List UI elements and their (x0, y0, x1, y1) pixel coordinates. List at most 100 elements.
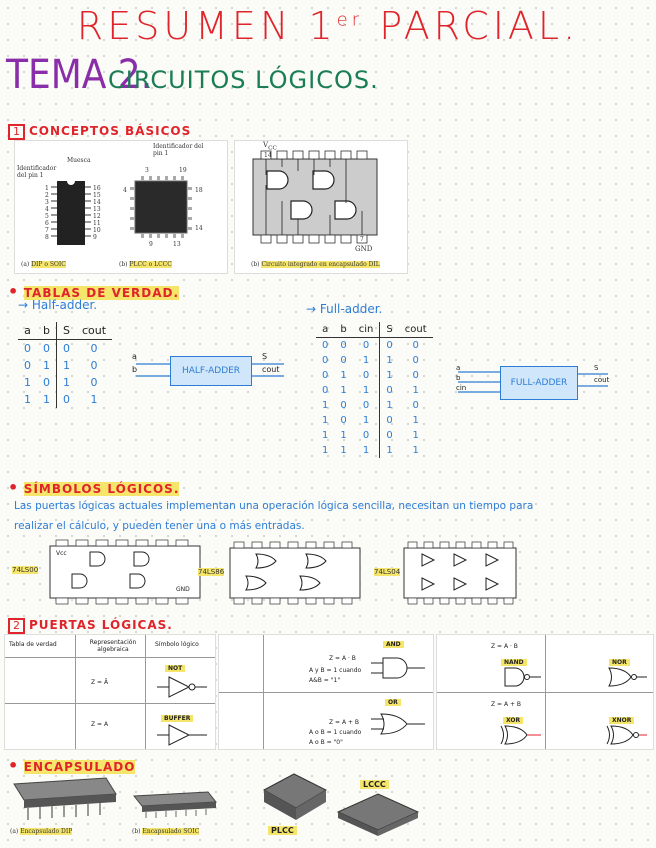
title-sup: er (336, 9, 364, 31)
or-note1: A o B = 1 cuando (309, 729, 362, 736)
gates-and-or-panel: Z = A · B A y B = 1 cuando A&B = "1" Z =… (218, 634, 434, 750)
half-adder-out-s: S (262, 352, 268, 361)
gates-number: 2 (8, 618, 25, 634)
half-adder-block: HALF-ADDER (170, 356, 252, 386)
full-adder-out-s: S (594, 364, 599, 372)
plcc-pin-right-b: 14 (195, 225, 203, 232)
lccc-package-illustration (336, 793, 420, 836)
nor-tag: NOR (609, 659, 630, 666)
xor-gate-icon (500, 725, 541, 745)
chip-74ls00: 74LS00 Vcc GND (10, 538, 210, 606)
not-expression: Z = Ā (91, 679, 109, 686)
encaps-title: ENCAPSULADO (23, 760, 136, 774)
plcc-pin-bottom-a: 9 (149, 241, 153, 248)
symbols-description: Las puertas lógicas actuales implementan… (14, 496, 644, 536)
xnor-gate-icon (606, 725, 647, 745)
package-illustration (51, 176, 192, 245)
section1-number: 1 (8, 124, 25, 140)
ic-gates (266, 170, 357, 220)
chip-74ls86: 74LS86 (196, 540, 366, 606)
full-adder-block: FULL-ADDER (500, 366, 578, 400)
plcc-pin-top-a: 3 (145, 167, 149, 174)
encaps-heading: • ENCAPSULADO (8, 756, 136, 775)
truth-title: TABLAS DE VERDAD. (23, 286, 180, 300)
plcc-chip-body (135, 181, 187, 233)
gates-title: PUERTAS LÓGICAS. (29, 618, 173, 632)
half-adder-in-a: a (132, 352, 137, 361)
or-expression: Z = A + B (329, 719, 360, 726)
lccc-tag: LCCC (360, 780, 389, 789)
ic-pins-top (260, 150, 368, 160)
nand-tag: NAND (501, 659, 527, 666)
tema-heading: TEMA 2. (6, 52, 153, 98)
symbols-text-line1: Las puertas lógicas actuales implementan… (14, 500, 534, 512)
package-panel: Identificador del pin 1 Muesca Identific… (14, 140, 228, 274)
gates-heading: 2 PUERTAS LÓGICAS. (8, 614, 173, 634)
ic-panel: VCC 14 7 GND (b) Circuito integrado en e… (234, 140, 408, 274)
dip-package-illustration (13, 777, 117, 820)
plcc-pin-right-a: 18 (195, 187, 203, 194)
buffer-gate-icon (157, 724, 207, 746)
chip-74ls00-vcc: Vcc (56, 550, 67, 557)
chip-74ls86-diagram (229, 541, 361, 605)
or-gate-icon (371, 713, 425, 735)
plcc-pin-left: 4 (123, 187, 127, 194)
dip-pins (51, 186, 91, 237)
full-adder-in-cin: cin (456, 384, 467, 392)
chip-74ls04-label: 74LS04 (374, 568, 401, 576)
symbols-title: SÍMBOLOS LÓGICOS. (23, 482, 180, 496)
and-expression: Z = A · B (329, 655, 356, 662)
dip-notch (67, 177, 75, 185)
xnor-tag: XNOR (609, 717, 635, 724)
ic-wires (265, 159, 363, 235)
ic-gnd-label: GND (355, 245, 373, 253)
half-adder-label: → Half-adder. (18, 298, 98, 312)
ic-pins-bottom (260, 234, 368, 244)
or-tag: OR (385, 699, 401, 706)
not-gate-icon (157, 676, 207, 698)
plcc-caption: (b) PLCC o LCCC (119, 261, 172, 268)
chip-74ls00-diagram (49, 539, 201, 605)
full-adder-in-a: a (456, 364, 461, 372)
encaps-soic-caption: (b) Encapsulado SOIC (132, 828, 200, 835)
buffer-expression: Z = A (91, 721, 109, 728)
symbols-heading: • SÍMBOLOS LÓGICOS. (8, 478, 180, 497)
nand-expression: Z = A · B (491, 643, 518, 650)
chip-74ls04-diagram (403, 541, 517, 605)
plcc-pins (130, 176, 192, 238)
nor-gate-icon (608, 667, 647, 687)
full-adder-diagram (458, 371, 608, 393)
section1-title: CONCEPTOS BÁSICOS (29, 124, 192, 138)
dip-pin-id-label: Identificador del pin 1 (17, 165, 57, 179)
full-adder-out-cout: cout (594, 376, 610, 384)
full-adder-label: → Full-adder. (306, 302, 383, 316)
not-tag: NOT (165, 665, 186, 672)
symbols-text-line2: realizar el cálculo, y pueden tener una … (14, 520, 305, 532)
half-adder-in-b: b (132, 365, 138, 374)
half-adder-out-cout: cout (262, 365, 280, 374)
section1-heading: 1 CONCEPTOS BÁSICOS (8, 120, 191, 140)
title-main: RESUMEN 1 (76, 4, 337, 48)
gates-col-algebra: Representación algebraica (89, 639, 137, 653)
full-adder-in-b: b (456, 374, 461, 382)
chip-74ls00-label: 74LS00 (12, 566, 39, 574)
chip-74ls04: 74LS04 (372, 540, 522, 606)
half-adder-diagram (136, 363, 284, 377)
ic-body (252, 158, 378, 236)
